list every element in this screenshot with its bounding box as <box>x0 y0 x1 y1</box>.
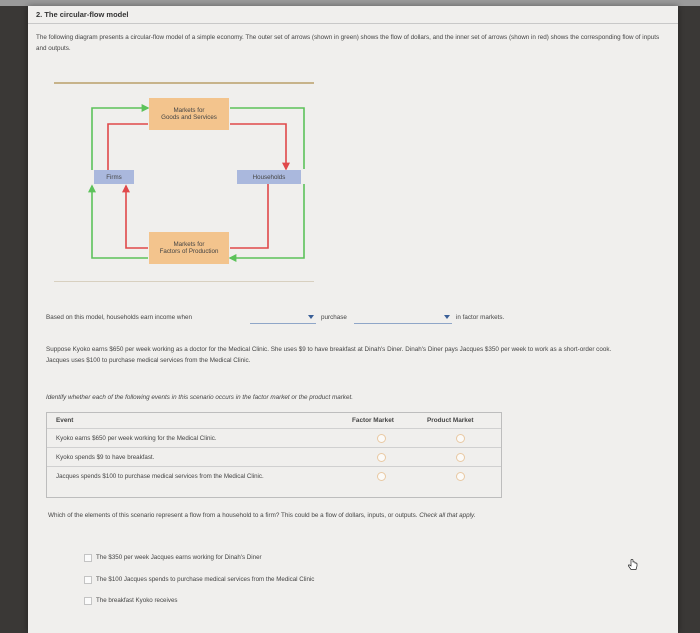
checkall-prompt-text: Which of the elements of this scenario r… <box>48 512 418 519</box>
row-event-text: Kyoko earns $650 per week working for th… <box>56 435 217 442</box>
title-divider <box>28 23 678 24</box>
green-arrow-outer-left <box>88 184 112 259</box>
dropdown-2-arrow-icon <box>444 315 450 319</box>
header-factor-market: Factor Market <box>352 417 394 424</box>
green-arrow-firms-to-goods <box>91 104 150 170</box>
fill-in-text-before: Based on this model, households earn inc… <box>46 314 192 321</box>
table-instruction: Identify whether each of the following e… <box>46 394 353 401</box>
diagram-top-rule <box>54 82 314 84</box>
dropdown-1-arrow-icon <box>308 315 314 319</box>
option1-label[interactable]: The $350 per week Jacques earns working … <box>96 554 262 561</box>
row-event-text: Kyoko spends $9 to have breakfast. <box>56 454 155 461</box>
table-row: Jacques spends $100 to purchase medical … <box>47 466 501 486</box>
fill-in-text-after: in factor markets. <box>456 314 505 321</box>
row1-factor-radio[interactable] <box>377 434 386 443</box>
factor-market-line1: Markets for <box>173 241 205 248</box>
fill-in-text-middle: purchase <box>321 314 347 321</box>
option3-checkbox[interactable] <box>84 597 92 605</box>
option1-checkbox[interactable] <box>84 554 92 562</box>
flow-arrows <box>88 104 305 262</box>
red-arrow-households-to-factors <box>230 184 269 249</box>
browser-top-bar <box>0 0 700 6</box>
goods-market-line1: Markets for <box>173 107 205 114</box>
red-arrow-factors-to-firms <box>122 184 148 249</box>
dropdown-1-underline <box>250 323 316 324</box>
row3-product-radio[interactable] <box>456 472 465 481</box>
table-row: Kyoko spends $9 to have breakfast. <box>47 447 501 467</box>
option2-label[interactable]: The $100 Jacques spends to purchase medi… <box>96 576 315 583</box>
option2-checkbox[interactable] <box>84 576 92 584</box>
dropdown-1[interactable] <box>250 310 316 324</box>
firms-box: Firms <box>94 170 134 184</box>
checkall-prompt-italic: Check all that apply. <box>419 512 476 519</box>
row2-factor-radio[interactable] <box>377 453 386 462</box>
option3-label[interactable]: The breakfast Kyoko receives <box>96 597 178 604</box>
factor-market-line2: Factors of Production <box>159 248 219 255</box>
hand-cursor-icon <box>628 559 638 570</box>
table-row: Kyoko earns $650 per week working for th… <box>47 428 501 448</box>
goods-market-line2: Goods and Services <box>161 114 217 121</box>
market-table: Event Factor Market Product Market Kyoko… <box>46 412 502 498</box>
scenario-paragraph: Suppose Kyoko earns $650 per week workin… <box>46 346 612 364</box>
diagram-bottom-rule <box>54 281 314 282</box>
households-box: Households <box>237 170 301 184</box>
row-event-text: Jacques spends $100 to purchase medical … <box>56 473 264 480</box>
question-title: 2. The circular-flow model <box>36 10 129 19</box>
row3-factor-radio[interactable] <box>377 472 386 481</box>
checkall-prompt: Which of the elements of this scenario r… <box>48 510 638 521</box>
question-sheet: 2. The circular-flow model The following… <box>28 6 678 633</box>
row2-product-radio[interactable] <box>456 453 465 462</box>
green-arrow-households-to-factors <box>228 184 305 262</box>
header-product-market: Product Market <box>427 417 474 424</box>
question-intro: The following diagram presents a circula… <box>36 34 660 52</box>
red-arrow-firms-to-goods <box>107 123 148 170</box>
row1-product-radio[interactable] <box>456 434 465 443</box>
header-event: Event <box>56 417 74 424</box>
red-arrow-goods-to-households <box>230 123 290 171</box>
dropdown-2-underline <box>354 323 452 324</box>
green-arrow-outer-right <box>267 107 305 169</box>
dropdown-2[interactable] <box>354 310 452 324</box>
